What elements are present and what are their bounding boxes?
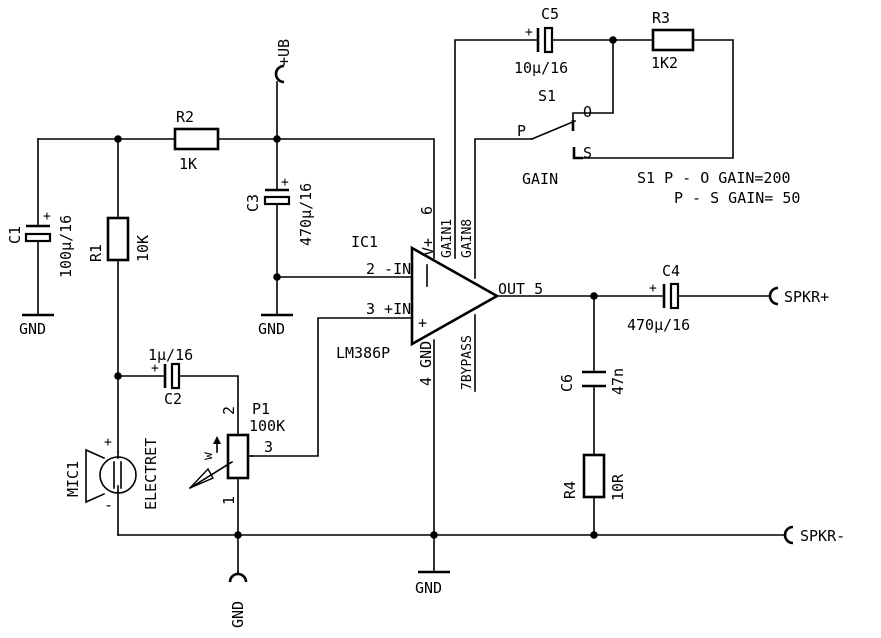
ic1-pin6: 6: [418, 206, 436, 215]
ic1-gnd: 4 GND: [417, 341, 435, 386]
r2-ref: R2: [176, 108, 194, 126]
mic-type: ELECTRET: [142, 438, 160, 510]
c2-polarity: +: [151, 361, 159, 376]
r1-ref: R1: [87, 244, 105, 262]
s1-contact-o: O: [583, 103, 592, 121]
connector-spkr-minus: SPKR-: [783, 525, 845, 545]
gain-note-line2: P - S GAIN= 50: [674, 189, 800, 207]
resistor-r1: R1 10K: [87, 216, 152, 262]
resistor-r3: R3 1K2: [651, 9, 695, 72]
c3-polarity: +: [281, 175, 289, 190]
p1-ref: P1: [252, 400, 270, 418]
capacitor-c6: C6 47n: [558, 368, 627, 395]
ground-input-label: GND: [229, 601, 247, 628]
ground-ic1: GND: [415, 570, 450, 597]
ic1-part: LM386P: [336, 344, 390, 362]
ground-c1-label: GND: [19, 320, 46, 338]
r4-value: 10R: [609, 473, 627, 501]
ground-c3: GND: [258, 313, 293, 338]
s1-contact-p: P: [517, 122, 526, 140]
c2-ref: C2: [164, 390, 182, 408]
c3-value: 470µ/16: [297, 183, 315, 246]
c3-ref: C3: [244, 194, 262, 212]
c4-value: 470µ/16: [627, 316, 690, 334]
electret-microphone: + - MIC1 ELECTRET: [64, 435, 160, 514]
r4-ref: R4: [561, 481, 579, 499]
ground-input: GND: [228, 571, 248, 628]
ic1-pin2: 2 -IN: [366, 260, 411, 278]
ground-c3-label: GND: [258, 320, 285, 338]
ic1-pin5: OUT 5: [498, 280, 543, 298]
mic-minus: -: [104, 496, 113, 514]
capacitor-c2: + 1µ/16 C2: [148, 346, 193, 408]
ic1-gain1: GAIN1: [440, 219, 455, 258]
c1-value: 100µ/16: [57, 215, 75, 278]
spkr-plus-label: SPKR+: [784, 288, 829, 306]
p1-pin3: 3: [264, 438, 273, 456]
r2-value: 1K: [179, 155, 197, 173]
c4-polarity: +: [649, 281, 657, 296]
c5-value: 10µ/16: [514, 59, 568, 77]
junctions: [114, 36, 617, 539]
potentiometer-p1: w P1 100K 2 3 1: [188, 400, 285, 505]
mic-ref: MIC1: [64, 461, 82, 497]
c6-ref: C6: [558, 374, 576, 392]
connector-spkr-plus: SPKR+: [768, 286, 829, 306]
p1-marker: w: [201, 452, 216, 460]
c5-ref: C5: [541, 5, 559, 23]
gain-note-line1: S1 P - O GAIN=200: [637, 169, 791, 187]
s1-label: GAIN: [522, 170, 558, 188]
ic1-bypass: 7BYPASS: [460, 335, 475, 390]
r3-ref: R3: [652, 9, 670, 27]
s1-contact-s: S: [583, 144, 592, 162]
supply-label: +UB: [275, 39, 293, 66]
s1-ref: S1: [538, 87, 556, 105]
switch-s1: S1 O P S GAIN: [517, 87, 592, 188]
ic1-pin6-name: V+: [419, 238, 437, 256]
ic1-gain8: GAIN8: [460, 219, 475, 258]
r3-value: 1K2: [651, 54, 678, 72]
c2-value: 1µ/16: [148, 346, 193, 364]
wires: [37, 39, 786, 573]
spkr-minus-label: SPKR-: [800, 527, 845, 545]
c5-polarity: +: [525, 25, 533, 40]
p1-pin2: 2: [220, 406, 238, 415]
c6-value: 47n: [609, 368, 627, 395]
capacitor-c5: + C5 10µ/16: [514, 5, 568, 77]
ic1-plus: +: [418, 314, 427, 332]
r1-value: 10K: [134, 235, 152, 262]
mic-plus: +: [104, 435, 112, 450]
supply-plus-ub: +UB: [274, 39, 293, 84]
c1-polarity: +: [43, 209, 51, 224]
capacitor-c3: + C3 470µ/16: [244, 175, 315, 246]
c4-ref: C4: [662, 262, 680, 280]
ground-ic1-label: GND: [415, 579, 442, 597]
ic1-pin3: 3 +IN: [366, 300, 411, 318]
capacitor-c1: + C1 100µ/16: [6, 209, 75, 278]
capacitor-c4: + C4 470µ/16: [627, 262, 690, 334]
ic1-lm386: + IC1 LM386P 2 -IN 3 +IN OUT 5 6 V+ GAIN…: [336, 206, 543, 390]
resistor-r2: R2 1K: [173, 108, 220, 173]
ic1-ref: IC1: [351, 233, 378, 251]
ground-c1: GND: [19, 313, 54, 338]
p1-pin1: 1: [220, 496, 238, 505]
c1-ref: C1: [6, 226, 24, 244]
p1-value: 100K: [249, 417, 285, 435]
resistor-r4: R4 10R: [561, 453, 627, 501]
